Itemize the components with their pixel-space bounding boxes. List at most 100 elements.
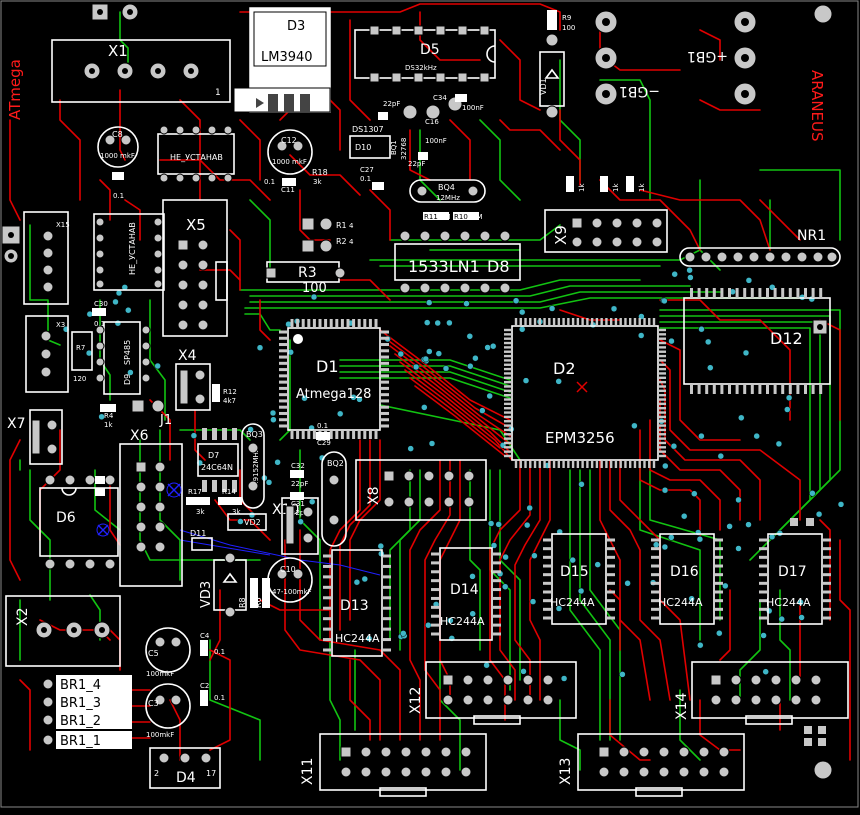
via-field xyxy=(62,266,845,682)
x6-connector: X6 J1 xyxy=(119,399,183,587)
c7-value: 0.1 xyxy=(113,192,124,200)
x3-connector: X3 xyxy=(25,315,69,393)
x14-label: X14 xyxy=(674,693,690,720)
bq2-label: BQ2 xyxy=(327,459,344,468)
c3-label: C3 xyxy=(148,699,159,708)
gb1-battery: +GB1 −GB1 xyxy=(594,4,833,106)
x7-label: X7 xyxy=(7,416,26,432)
d13-value: HC244A xyxy=(335,632,380,645)
d2-value: EPM3256 xyxy=(545,429,615,447)
x5-label: X5 xyxy=(186,216,206,234)
c12-value: 1000 mkF xyxy=(272,158,307,166)
d12-pins-bottom xyxy=(690,384,823,394)
r11-label: R11 xyxy=(424,213,438,221)
c2-label: C2 xyxy=(200,682,209,690)
d11-label: D11 xyxy=(190,529,206,538)
d7-value: 24C64N xyxy=(201,463,233,472)
top-layer-traces xyxy=(9,3,851,761)
c27-label: C27 xyxy=(360,166,374,174)
r21-value: 1k xyxy=(578,183,586,192)
d14-buffer: D14 HC244A xyxy=(431,547,501,641)
x13-label: X13 xyxy=(558,758,574,785)
x10-connector: X10 xyxy=(272,497,319,555)
x15-connector: X15 xyxy=(1,211,70,305)
r4-label: R4 xyxy=(104,412,114,420)
r18-value: 3k xyxy=(313,178,322,186)
r10-r11: R11 1M R10 1M xyxy=(423,212,483,221)
x12-label: X12 xyxy=(408,687,424,714)
j1-label: J1 xyxy=(159,413,172,428)
x9-label: X9 xyxy=(552,225,570,245)
c2-value: 0.1 xyxy=(214,694,225,702)
d4-regulator: D4 2 17 xyxy=(149,747,221,789)
d15-value: HC244A xyxy=(550,596,595,609)
x4-label: X4 xyxy=(178,348,197,364)
c35-value: 22pF xyxy=(408,160,425,168)
c29-value: 0.1 xyxy=(317,422,328,430)
br3-label: BR1_3 xyxy=(60,696,101,711)
vd2-label: VD2 xyxy=(244,518,261,527)
d9-label: D9 xyxy=(123,374,132,385)
bq4-value: 12MHz xyxy=(436,194,460,202)
vd1-r9: R9 100 VD1 xyxy=(539,10,575,119)
c8-label: C8 xyxy=(112,130,123,139)
c30-label: C30 xyxy=(94,300,108,308)
d5-oscillator: D5 DS32kHz xyxy=(354,25,496,83)
c16-value: 100nF xyxy=(425,137,447,145)
d9-value: SP485 xyxy=(123,340,132,365)
d4-pin-b: 17 xyxy=(206,769,216,778)
c5-label: C5 xyxy=(148,649,159,658)
d4-pin-a: 2 xyxy=(154,769,159,778)
r1-value: 4 xyxy=(349,222,354,230)
c31-value: 22pF xyxy=(291,509,308,517)
d5-label: D5 xyxy=(420,42,440,58)
d10-label: D10 xyxy=(355,143,371,152)
c30-r7: C30 0.1 R7 120 xyxy=(71,300,108,383)
d5-value: DS32kHz xyxy=(405,64,437,72)
d1-value: Atmega128 xyxy=(296,387,371,402)
r10-label: R10 xyxy=(454,213,468,221)
d2-cpld: D2 EPM3256 xyxy=(504,318,666,468)
x14-connector: X14 xyxy=(674,661,849,725)
r17-r14: R17 3k R14 3k xyxy=(186,488,242,516)
br4-label: BR1_4 xyxy=(60,678,101,693)
r23-value: 1k xyxy=(638,183,646,192)
c10-value: 47-100mkF xyxy=(272,588,312,596)
d17-buffer: D17 HC244A xyxy=(759,533,831,625)
d14-value: HC244A xyxy=(440,615,485,628)
nr1-network: NR1 xyxy=(679,228,841,267)
left-brand-text: ATmega xyxy=(6,59,24,120)
r22-value: 1k xyxy=(612,183,620,192)
vd2-d11: VD2 D11 xyxy=(190,513,267,551)
c29-label: C29 xyxy=(317,439,331,447)
c4-value: 0.1 xyxy=(214,648,225,656)
c8-capacitor: C8 1000 mkF C7 0.1 xyxy=(97,126,139,200)
top-jumper xyxy=(91,3,139,21)
ne-block-vertical: НЕ_УСТАНАВ xyxy=(93,213,165,291)
d6-label: D6 xyxy=(56,510,76,526)
small-caps: C29 0.1 C32 22pF C31 22pF xyxy=(290,422,331,517)
d12-pins-top xyxy=(690,288,823,298)
x13-connector: X13 xyxy=(558,733,745,797)
c34-label: C34 xyxy=(433,94,447,102)
gb1-minus-label: −GB1 xyxy=(619,83,660,99)
c27-value: 0.1 xyxy=(360,175,371,183)
x2-connector: X2 xyxy=(5,595,121,667)
x1-label: X1 xyxy=(108,42,128,60)
c33-value: 22pF xyxy=(383,100,400,108)
bq3-crystal: BQ3 4.9152MHz xyxy=(241,423,265,509)
d5-pins xyxy=(369,25,490,83)
r9-value: 100 xyxy=(562,24,575,32)
r12-value: 4k7 xyxy=(223,397,236,405)
c18-label: 100nF xyxy=(462,104,484,112)
d4-label: D4 xyxy=(176,770,196,786)
x5-connector: X5 xyxy=(162,199,228,337)
r1-r2: R1 4 R2 4 xyxy=(301,217,354,253)
r14-label: R14 xyxy=(222,488,236,496)
x12-connector: X12 xyxy=(408,661,577,725)
c11-value: 0.1 xyxy=(264,178,275,186)
ne-block: НЕ_УСТАНАВ xyxy=(157,125,235,183)
d7-label: D7 xyxy=(208,451,219,460)
d12-chip: D12 xyxy=(683,288,831,394)
r17-value: 3k xyxy=(196,508,205,516)
